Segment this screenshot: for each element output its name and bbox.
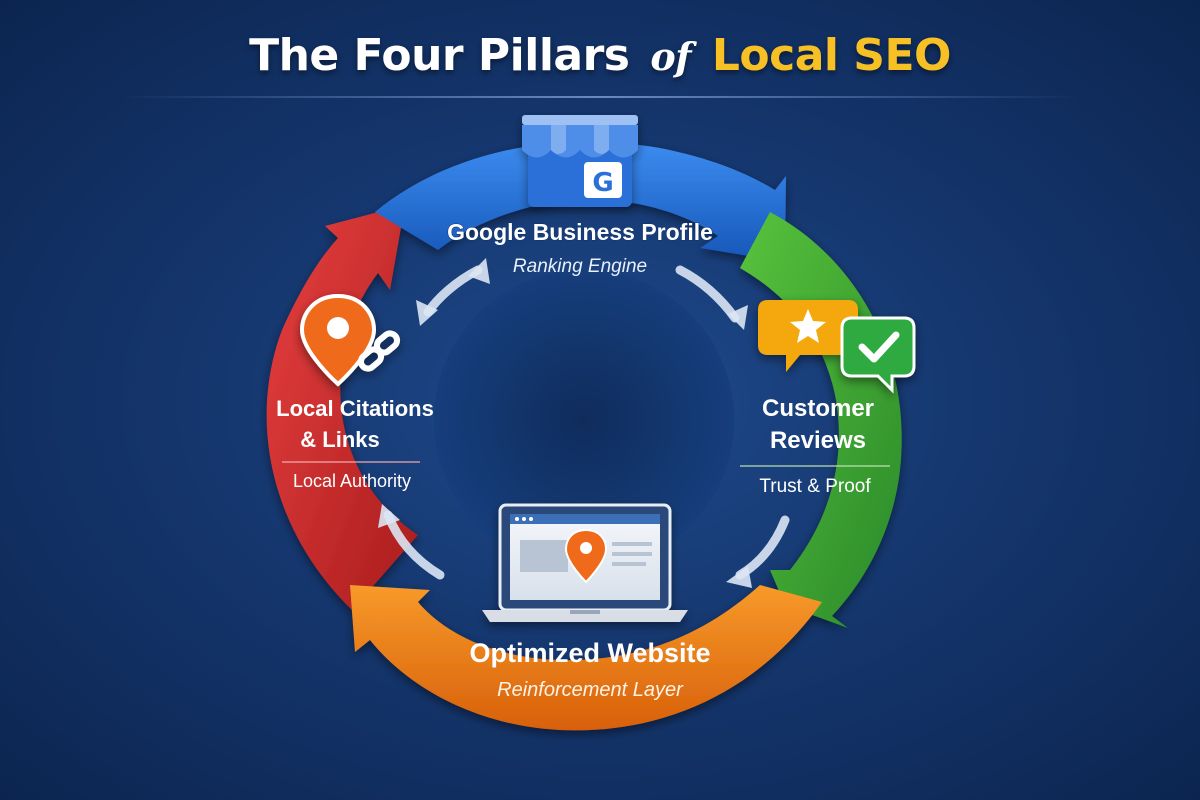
website-label: Optimized Website (469, 638, 710, 668)
title-part1: The Four Pillars (249, 30, 630, 81)
citations-label-line1: Local Citations (276, 396, 434, 421)
flow-arrow-top-right (675, 265, 740, 323)
page-title: The Four Pillars of Local SEO (0, 30, 1200, 81)
flow-arrowhead-1 (468, 258, 490, 284)
google-icon-glyph: G (592, 168, 613, 198)
center-hole (434, 270, 734, 570)
google-subtitle: Ranking Engine (513, 256, 647, 277)
website-arrow (350, 585, 822, 731)
checkmark-icon (858, 331, 900, 363)
citations-subtitle: Local Authority (293, 471, 411, 491)
flow-arrowhead-2 (416, 300, 438, 326)
reviews-label-line1: Customer (762, 395, 874, 422)
flow-arrowhead-3 (728, 305, 748, 330)
citations-label-line2: & Links (300, 427, 379, 452)
title-divider (120, 96, 1080, 98)
star-icon (790, 309, 826, 343)
chain-link-icon (357, 330, 401, 372)
reviews-label-line2: Reviews (770, 427, 866, 454)
location-pin-icon (299, 293, 377, 387)
review-bubbles-icon (758, 300, 916, 394)
laptop-location-icon (482, 503, 688, 622)
storefront-google-icon: G (522, 115, 638, 207)
flow-arrowhead-4 (726, 566, 752, 588)
location-link-icon (299, 293, 401, 387)
reviews-subtitle: Trust & Proof (759, 476, 871, 497)
website-subtitle: Reinforcement Layer (497, 679, 684, 701)
title-part2: Local SEO (711, 30, 952, 81)
reviews-arrow (740, 212, 902, 628)
flow-arrow-bottom-right (735, 515, 790, 580)
flow-arrowhead-5 (378, 504, 400, 528)
google-label: Google Business Profile (447, 219, 713, 245)
citations-arrow (266, 205, 418, 610)
title-connector: of (650, 34, 692, 79)
google-arrow (375, 141, 786, 262)
